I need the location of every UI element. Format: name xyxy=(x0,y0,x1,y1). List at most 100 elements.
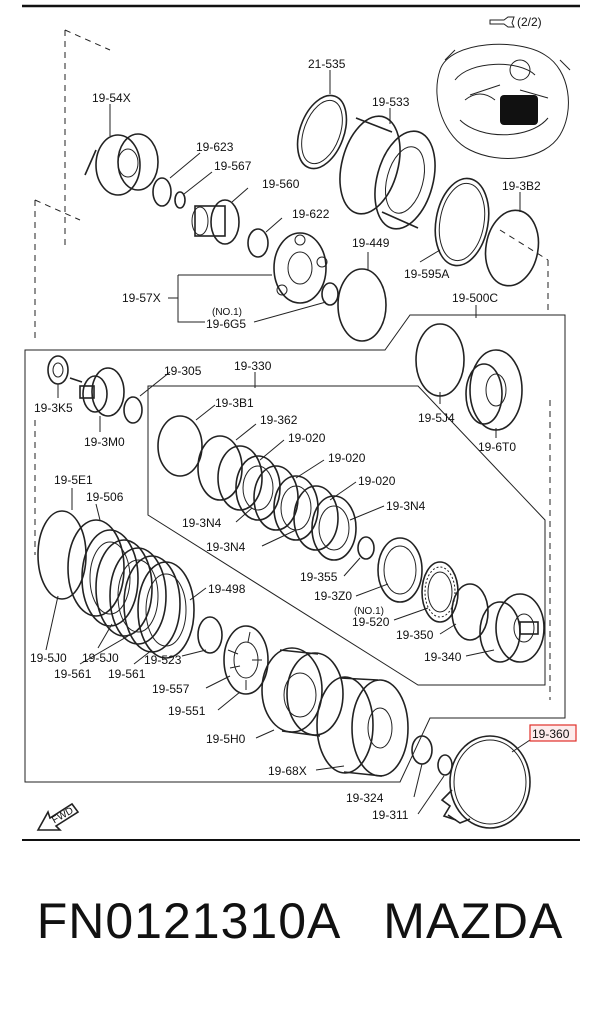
part-19-6g5-washer xyxy=(321,282,339,306)
part-21-535-inner xyxy=(301,99,343,165)
label-19-020-b[interactable]: 19-020 xyxy=(328,451,366,465)
label-19-3m0[interactable]: 19-3M0 xyxy=(84,435,125,449)
label-19-3n4-b[interactable]: 19-3N4 xyxy=(206,540,246,554)
label-19-3b2[interactable]: 19-3B2 xyxy=(502,179,541,193)
dashed-diag-2 xyxy=(34,199,81,221)
part-19-57x-carrier xyxy=(273,232,328,304)
part-19-551-spring xyxy=(223,625,269,695)
label-19-020-c[interactable]: 19-020 xyxy=(358,474,396,488)
label-19-362[interactable]: 19-362 xyxy=(260,413,298,427)
part-19-6t0-hub xyxy=(465,349,523,431)
part-19-5j4-ring xyxy=(415,323,465,397)
assembly-frame-19-500c xyxy=(24,314,566,783)
part-19-340-hub xyxy=(479,593,545,663)
footer-caption: FN0121310A MAZDA xyxy=(0,892,600,950)
dashed-diag-1 xyxy=(64,29,111,51)
leader-lines xyxy=(45,70,531,815)
footer-brand: MAZDA xyxy=(383,893,564,949)
part-19-595a-inner xyxy=(438,182,486,262)
label-19-57x[interactable]: 19-57X xyxy=(122,291,161,305)
hand-pointer-icon xyxy=(489,16,515,28)
part-19-3z0-inner xyxy=(383,545,417,595)
part-19-311-washer xyxy=(437,754,453,776)
transmission-housing-illustration xyxy=(436,43,571,159)
part-19-5e1-ring xyxy=(37,510,87,600)
label-19-557[interactable]: 19-557 xyxy=(152,682,190,696)
part-19-360-band xyxy=(440,735,531,829)
label-19-54x[interactable]: 19-54X xyxy=(92,91,131,105)
part-19-523-ring xyxy=(197,616,223,654)
part-19-305-washer xyxy=(123,396,143,424)
label-19-324[interactable]: 19-324 xyxy=(346,791,384,805)
assembly-frame-19-330 xyxy=(147,385,546,686)
label-19-340[interactable]: 19-340 xyxy=(424,650,462,664)
label-19-520[interactable]: 19-520 xyxy=(352,615,390,629)
label-no1-a: (NO.1) xyxy=(212,307,242,318)
label-19-350[interactable]: 19-350 xyxy=(396,628,434,642)
part-19-533-drum xyxy=(339,115,436,230)
part-labels: 21-535 19-533 19-54X 19-623 19-567 19-56… xyxy=(30,57,577,822)
label-19-500c[interactable]: 19-500C xyxy=(452,291,498,305)
highlight-box-19-360 xyxy=(529,724,577,742)
label-19-5j0-b[interactable]: 19-5J0 xyxy=(82,651,119,665)
part-19-3k5-washer xyxy=(47,355,83,385)
label-19-3z0[interactable]: 19-3Z0 xyxy=(314,589,352,603)
part-19-595a-ring xyxy=(434,177,490,267)
label-19-5j4[interactable]: 19-5J4 xyxy=(418,411,455,425)
part-19-3b1-ring xyxy=(157,415,203,477)
part-19-350-ring xyxy=(451,583,489,641)
label-19-498[interactable]: 19-498 xyxy=(208,582,246,596)
part-19-3b2-ring xyxy=(484,209,540,287)
label-19-5e1[interactable]: 19-5E1 xyxy=(54,473,93,487)
part-19-54x-planetary xyxy=(84,133,159,196)
label-19-5h0[interactable]: 19-5H0 xyxy=(206,732,246,746)
fwd-arrow-icon: FWD xyxy=(36,802,80,831)
label-19-595a[interactable]: 19-595A xyxy=(404,267,449,281)
part-clutch-pack-upper xyxy=(197,435,357,561)
label-19-020-a[interactable]: 19-020 xyxy=(288,431,326,445)
page-indicator[interactable]: (2/2) xyxy=(489,15,542,29)
label-19-3n4-a[interactable]: 19-3N4 xyxy=(182,516,222,530)
part-19-623-ring xyxy=(152,177,172,207)
label-19-6t0[interactable]: 19-6T0 xyxy=(478,440,516,454)
label-21-535[interactable]: 21-535 xyxy=(308,57,346,71)
part-19-3m0-hub xyxy=(79,367,125,417)
label-19-311[interactable]: 19-311 xyxy=(372,808,409,822)
label-19-567[interactable]: 19-567 xyxy=(214,159,252,173)
footer-part-number: FN0121310A xyxy=(36,893,339,949)
label-no1-b: (NO.1) xyxy=(354,606,384,617)
label-19-622[interactable]: 19-622 xyxy=(292,207,330,221)
label-19-355[interactable]: 19-355 xyxy=(300,570,338,584)
part-21-535-ring xyxy=(296,94,348,170)
part-clutch-pack-lower xyxy=(67,519,195,659)
label-19-6g5[interactable]: 19-6G5 xyxy=(206,317,246,331)
label-19-533[interactable]: 19-533 xyxy=(372,95,410,109)
part-19-5h0-piston xyxy=(261,647,344,737)
part-19-567-ring xyxy=(174,191,186,209)
label-19-330[interactable]: 19-330 xyxy=(234,359,272,373)
label-19-523[interactable]: 19-523 xyxy=(144,653,182,667)
label-19-506[interactable]: 19-506 xyxy=(86,490,124,504)
page-indicator-text: (2/2) xyxy=(517,15,542,29)
part-19-3z0-ring xyxy=(377,537,423,603)
label-19-3b1[interactable]: 19-3B1 xyxy=(215,396,254,410)
label-19-561-a[interactable]: 19-561 xyxy=(54,667,92,681)
label-19-3k5[interactable]: 19-3K5 xyxy=(34,401,73,415)
part-19-622-washer xyxy=(247,228,269,258)
label-19-449[interactable]: 19-449 xyxy=(352,236,390,250)
part-19-355-ring xyxy=(357,536,375,560)
label-19-561-b[interactable]: 19-561 xyxy=(108,667,146,681)
part-19-68x-drum xyxy=(316,676,409,777)
label-19-3n4-c[interactable]: 19-3N4 xyxy=(386,499,426,513)
label-19-360[interactable]: 19-360 xyxy=(532,727,570,741)
label-19-623[interactable]: 19-623 xyxy=(196,140,234,154)
part-19-560-gear xyxy=(191,199,240,245)
label-19-68x[interactable]: 19-68X xyxy=(268,764,307,778)
label-19-305[interactable]: 19-305 xyxy=(164,364,202,378)
label-19-5j0-a[interactable]: 19-5J0 xyxy=(30,651,67,665)
label-19-560[interactable]: 19-560 xyxy=(262,177,300,191)
fwd-text: FWD xyxy=(50,805,75,826)
dashed-diag-3 xyxy=(499,229,549,261)
label-19-551[interactable]: 19-551 xyxy=(168,704,206,718)
